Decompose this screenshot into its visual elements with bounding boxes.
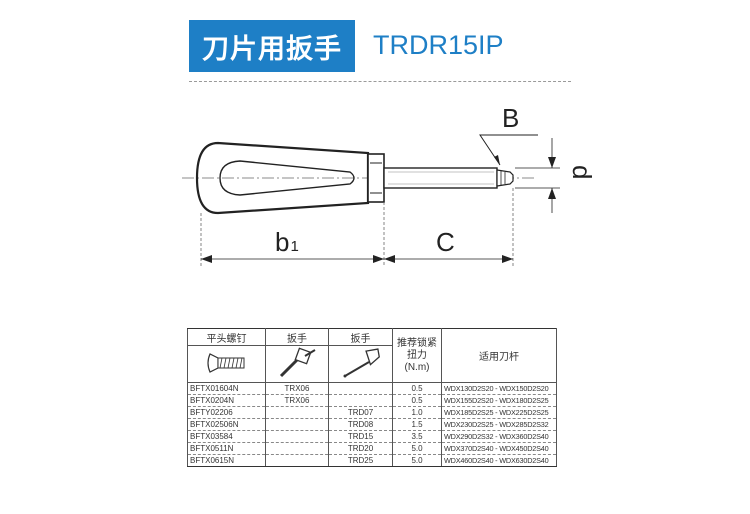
label-c: C <box>436 227 455 257</box>
wrench2-cell <box>328 382 393 395</box>
title-banner: 刀片用扳手 <box>189 20 355 72</box>
torque-cell: 3.5 <box>392 430 442 443</box>
torque-cell: 0.5 <box>392 394 442 407</box>
wrench1-cell <box>265 454 329 467</box>
holder-cell: WDX230D2S25 - WDX285D2S32 <box>441 418 557 431</box>
handle-groove <box>219 160 355 196</box>
holder-cell: WDX130D2S20 - WDX150D2S20 <box>441 382 557 395</box>
header-wrench2: 扳手 <box>328 328 393 346</box>
header-holder: 适用刀杆 <box>441 328 557 383</box>
torque-cell: 1.0 <box>392 406 442 419</box>
header-screw: 平头螺钉 <box>187 328 266 346</box>
wrench2-cell: TRD07 <box>328 406 393 419</box>
wrench1-cell: TRX06 <box>265 394 329 407</box>
holder-cell: WDX460D2S40 - WDX630D2S40 <box>441 454 557 467</box>
holder-cell: WDX290D2S32 - WDX360D2S40 <box>441 430 557 443</box>
header-torque: 推荐锁紧 扭力 (N.m) <box>392 328 442 383</box>
wrench2-cell: TRD25 <box>328 454 393 467</box>
shaft <box>383 167 498 189</box>
label-b1: b1 <box>275 227 299 257</box>
screw-cell: BFTX02506N <box>187 418 266 431</box>
wrench1-cell <box>265 418 329 431</box>
divider <box>189 81 571 82</box>
screw-cell: BFTX0615N <box>187 454 266 467</box>
b-leader <box>479 134 538 166</box>
wrench-drawing: B d b1 C <box>182 103 597 267</box>
wrench2-cell: TRD20 <box>328 442 393 455</box>
screw-cell: BFTX03584 <box>187 430 266 443</box>
key-wrench-icon <box>265 345 329 383</box>
holder-cell: WDX370D2S40 - WDX450D2S40 <box>441 442 557 455</box>
torque-cell: 0.5 <box>392 382 442 395</box>
model-number: TRDR15IP <box>373 30 504 60</box>
page-title: 刀片用扳手 <box>202 33 342 65</box>
wrench2-cell: TRD15 <box>328 430 393 443</box>
screw-cell: BFTX01604N <box>187 382 266 395</box>
screw-cell: BFTX0204N <box>187 394 266 407</box>
header-wrench1: 扳手 <box>265 328 329 346</box>
wrench1-cell: TRX06 <box>265 382 329 395</box>
torque-cell: 1.5 <box>392 418 442 431</box>
holder-cell: WDX185D2S25 - WDX225D2S25 <box>441 406 557 419</box>
label-b: B <box>502 103 519 133</box>
screwdriver-icon <box>328 345 393 383</box>
holder-cell: WDX155D2S20 - WDX180D2S25 <box>441 394 557 407</box>
wrench1-cell <box>265 442 329 455</box>
handle-outline <box>195 141 370 215</box>
screw-icon <box>187 345 266 383</box>
wrench1-cell <box>265 406 329 419</box>
spec-table: 平头螺钉 扳手 扳手 推荐锁紧 扭力 (N.m) 适用刀杆 <box>187 328 557 467</box>
torque-cell: 5.0 <box>392 454 442 467</box>
collar <box>367 153 385 203</box>
screw-cell: BFTY02206 <box>187 406 266 419</box>
torque-cell: 5.0 <box>392 442 442 455</box>
wrench2-cell <box>328 394 393 407</box>
wrench2-cell: TRD08 <box>328 418 393 431</box>
label-d: d <box>567 165 597 179</box>
screw-cell: BFTX0511N <box>187 442 266 455</box>
wrench1-cell <box>265 430 329 443</box>
